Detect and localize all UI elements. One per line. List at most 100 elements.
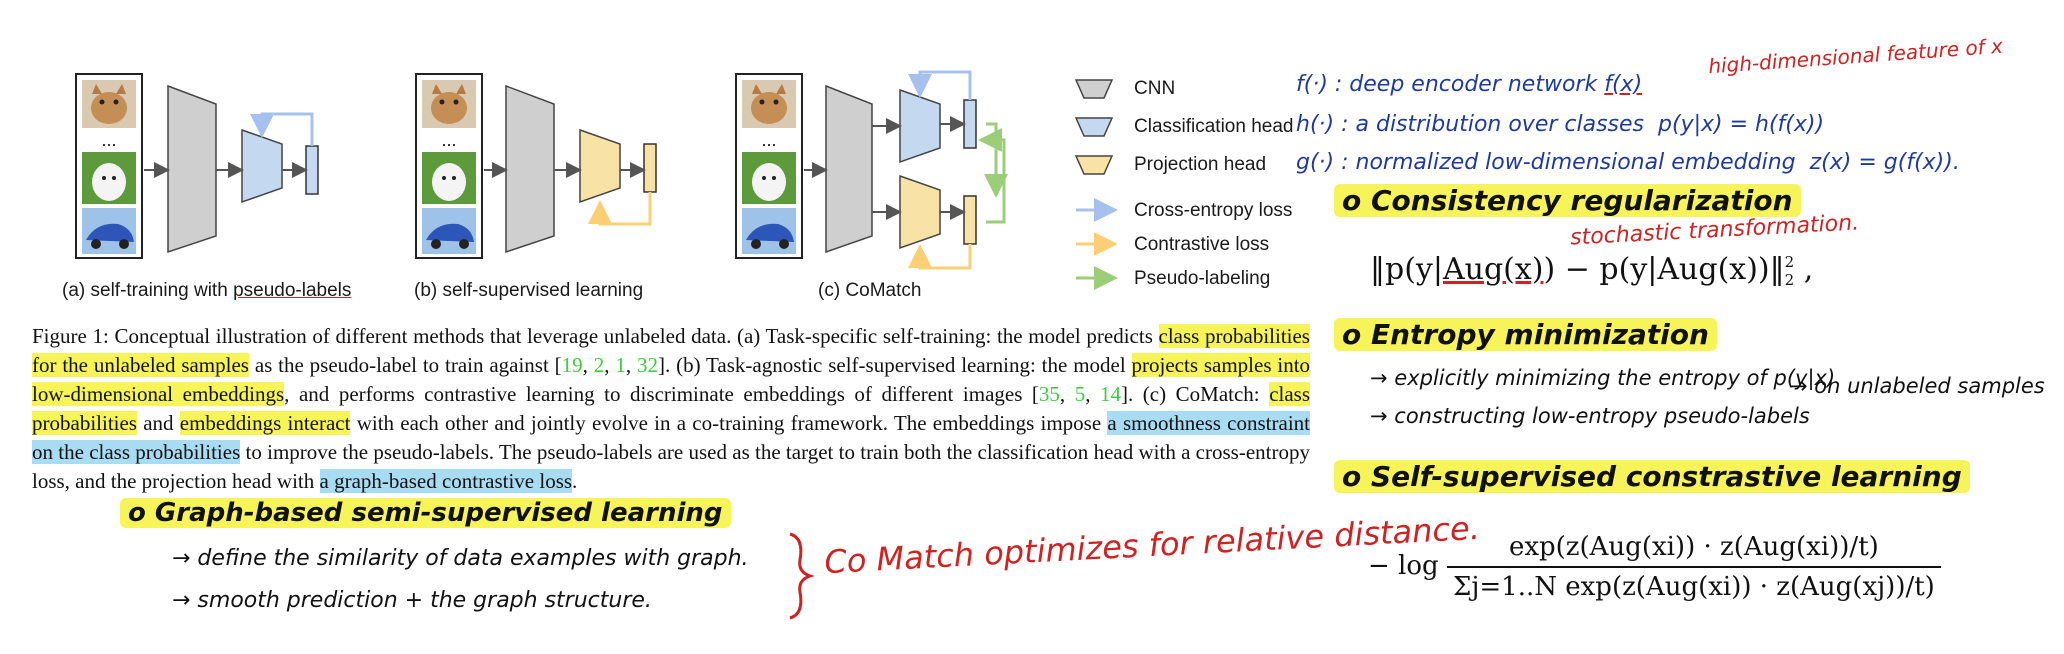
legend-label-contrastive: Contrastive loss	[1134, 234, 1270, 255]
legend-classification-head-swatch	[1074, 117, 1114, 137]
eq-denominator: Σj=1..N exp(z(Aug(xi)) · z(Aug(xj))/t)	[1446, 566, 1941, 602]
cross-entropy-arrow	[908, 70, 972, 100]
panel-b-caption: (b) self-supervised learning	[414, 280, 644, 301]
note-def-h: h(·) : a distribution over classes p(y|x…	[1296, 112, 1824, 137]
note-text: z(x) = g(f(x)).	[1809, 150, 1960, 175]
caption-text: as the pseudo-label to train against [	[248, 353, 562, 377]
pseudo-labels-underlined: pseudo-labels	[233, 280, 352, 301]
caption-text: ,	[1059, 382, 1075, 406]
cat-thumbnail	[742, 80, 796, 128]
citation-link[interactable]: 19	[561, 353, 583, 377]
note-heading: o Consistency regularization	[1334, 184, 1801, 217]
note-consistency-title: o Consistency regularization	[1334, 184, 1801, 217]
embedding-vector	[963, 195, 977, 245]
contrastive-arrow	[908, 244, 972, 270]
caption-text: to improve the pseudo-labels. The pseudo…	[32, 440, 1310, 493]
panel-c-caption: (c) CoMatch	[818, 280, 922, 301]
eq-fraction: exp(z(Aug(xi)) · z(Aug(xi))/t) Σj=1..N e…	[1446, 532, 1941, 602]
eq-numerator: exp(z(Aug(xi)) · z(Aug(xi))/t)	[1508, 532, 1879, 562]
cat-thumbnail	[422, 80, 476, 128]
note-text: g(·) : normalized low-dimensional embedd…	[1296, 150, 1796, 175]
ellipsis: ...	[441, 130, 456, 150]
legend-label-pseudo-labeling: Pseudo-labeling	[1134, 268, 1271, 289]
brace-icon	[789, 532, 814, 620]
dog-thumbnail	[422, 152, 476, 204]
note-text: f(·) : deep encoder network	[1296, 72, 1598, 97]
panel-c-diagram: ...	[735, 70, 1008, 270]
note-graph-title: o Graph-based semi-supervised learning	[120, 498, 731, 528]
legend-label-cnn: CNN	[1134, 78, 1176, 99]
panel-a-diagram: ...	[75, 73, 319, 259]
caption-text: ,	[1085, 382, 1101, 406]
caption-text: and	[136, 411, 180, 435]
panel-a-caption-text: (a) self-training with	[62, 280, 234, 301]
ellipsis: ...	[101, 130, 116, 150]
car-thumbnail	[82, 208, 136, 254]
panel-b-diagram: ...	[415, 73, 657, 259]
legend-label-cross-entropy: Cross-entropy loss	[1134, 200, 1293, 221]
note-def-fx: high-dimensional feature of x	[1707, 33, 2004, 79]
legend-cnn-swatch	[1074, 79, 1114, 99]
eq-part: ‖p(y|	[1370, 252, 1443, 287]
cat-thumbnail	[82, 80, 136, 128]
eq-underlined: Aug(x)	[1442, 252, 1544, 287]
car-thumbnail	[742, 208, 796, 254]
caption-text: Figure 1: Conceptual illustration of dif…	[32, 324, 1159, 348]
citation-link[interactable]: 1	[615, 353, 626, 377]
projection-head-block	[899, 174, 941, 250]
note-entropy-title: o Entropy minimization	[1334, 318, 1717, 351]
ssl-equation: − log exp(z(Aug(xi)) · z(Aug(xi))/t) Σj=…	[1368, 532, 1941, 602]
cnn-block	[167, 84, 217, 254]
note-graph-item-2: → smooth prediction + the graph structur…	[172, 588, 652, 613]
caption-text: ,	[625, 353, 637, 377]
citation-link[interactable]: 14	[1100, 382, 1122, 406]
eq-sub: 2	[1784, 271, 1795, 289]
figure-caption: Figure 1: Conceptual illustration of dif…	[32, 322, 1311, 496]
citation-link[interactable]: 2	[593, 353, 605, 377]
car-thumbnail	[422, 208, 476, 254]
note-entropy-item-1: → explicitly minimizing the entropy of p…	[1370, 366, 1836, 390]
caption-text: with each other and jointly evolve in a …	[350, 411, 1108, 435]
cnn-block	[825, 84, 873, 254]
note-def-g: g(·) : normalized low-dimensional embedd…	[1296, 150, 1960, 175]
note-entropy-side: → on unlabeled samples	[1790, 374, 2045, 398]
caption-text: .	[572, 469, 578, 493]
citation-link[interactable]: 32	[637, 353, 658, 377]
output-vector	[643, 143, 657, 193]
caption-text: , and performs contrastive learning to d…	[284, 382, 1039, 406]
classification-head-block	[899, 88, 941, 164]
pseudo-label-arrow-down	[984, 122, 1008, 198]
highlight-yellow: embeddings interact	[179, 411, 351, 435]
note-heading: o Graph-based semi-supervised learning	[120, 498, 731, 528]
note-text: p(y|x) = h(f(x))	[1658, 112, 1825, 137]
ellipsis: ...	[761, 130, 776, 150]
legend-label-projection-head: Projection head	[1134, 154, 1267, 175]
eq-part: ,	[1794, 252, 1814, 287]
class-prob-vector	[963, 99, 977, 149]
note-entropy-item-2: → constructing low-entropy pseudo-labels	[1370, 404, 1810, 428]
highlight-blue: a graph-based contrastive loss	[319, 469, 573, 493]
cross-entropy-arrow	[250, 112, 314, 146]
figure-diagram: ...	[75, 70, 1118, 290]
eq-part: ) − p(y|Aug(x))‖	[1543, 252, 1785, 287]
panel-a-caption: (a) self-training with pseudo-labels	[62, 280, 351, 302]
note-heading: o Entropy minimization	[1334, 318, 1717, 351]
pseudo-label-arrow-up	[978, 128, 1006, 224]
note-def-f: f(·) : deep encoder network f(x)	[1296, 72, 1642, 97]
eq-sup: 2	[1784, 253, 1795, 271]
citation-link[interactable]: 35	[1038, 382, 1060, 406]
figure-legend	[1074, 79, 1118, 290]
note-text: f(x)	[1604, 72, 1643, 97]
note-heading: o Self-supervised constrastive learning	[1334, 460, 1970, 493]
legend-projection-head-swatch	[1074, 155, 1114, 175]
caption-text: ]. (c) CoMatch:	[1121, 382, 1270, 406]
caption-text: ,	[582, 353, 594, 377]
dog-thumbnail	[82, 152, 136, 204]
classification-head-block	[241, 128, 283, 204]
projection-head-block	[579, 128, 621, 204]
note-graph-item-1: → define the similarity of data examples…	[172, 546, 749, 571]
citation-link[interactable]: 5	[1074, 382, 1086, 406]
